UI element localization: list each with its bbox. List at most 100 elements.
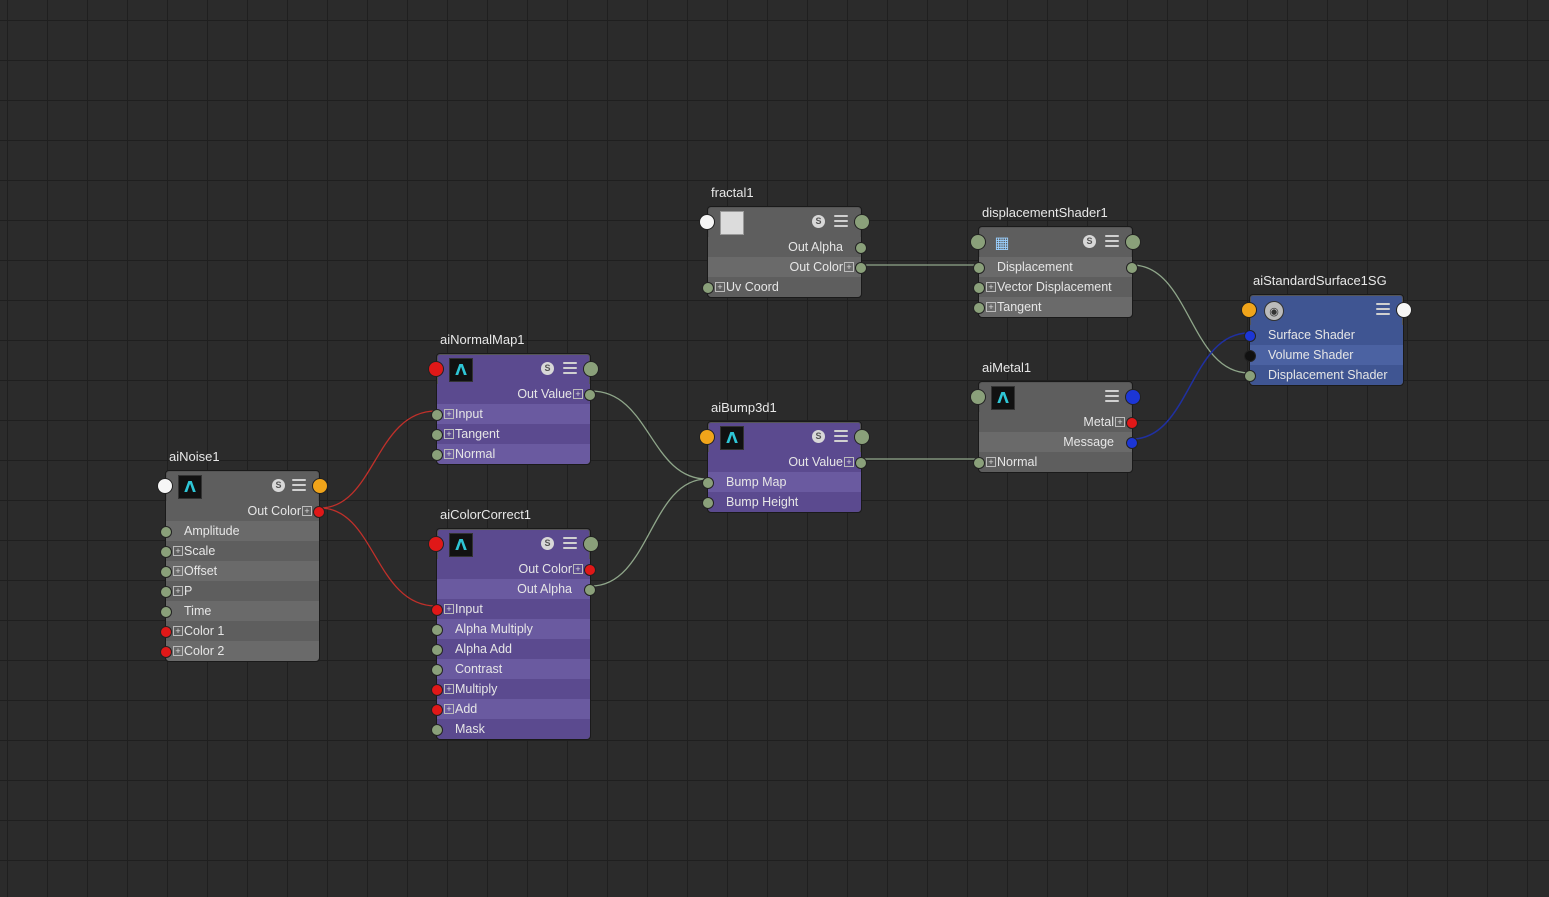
- input-plug[interactable]: [160, 626, 172, 638]
- node-output-plug[interactable]: [312, 478, 328, 494]
- node-output-plug[interactable]: [854, 429, 870, 445]
- input-plug[interactable]: [431, 644, 443, 656]
- node-aistandardsurface1sg[interactable]: aiStandardSurface1SG ◉ Surface Shader Vo…: [1241, 273, 1412, 386]
- node-input-plug[interactable]: [157, 478, 173, 494]
- attr-row-color2[interactable]: +Color 2: [160, 641, 319, 661]
- expand-icon[interactable]: +: [844, 457, 854, 467]
- input-plug[interactable]: [1244, 330, 1256, 342]
- menu-icon[interactable]: [292, 479, 306, 492]
- out-color-plug[interactable]: [855, 262, 867, 274]
- node-ainoise1[interactable]: aiNoise1 Λ S Out Color + Amplitude +Scal…: [157, 449, 328, 662]
- swatch-toggle-icon[interactable]: S: [1083, 235, 1096, 248]
- out-color-plug[interactable]: [313, 506, 325, 518]
- input-plug[interactable]: [973, 262, 985, 274]
- attr-row-p[interactable]: +P: [160, 581, 319, 601]
- input-plug[interactable]: [1244, 350, 1256, 362]
- attr-row-input[interactable]: +Input: [431, 404, 590, 424]
- expand-icon[interactable]: +: [986, 457, 996, 467]
- attr-row-tangent[interactable]: +Tangent: [431, 424, 590, 444]
- out-alpha-plug[interactable]: [584, 584, 596, 596]
- attr-row-amplitude[interactable]: Amplitude: [160, 521, 319, 541]
- attr-row-normal[interactable]: +Normal: [973, 452, 1132, 472]
- attr-row-multiply[interactable]: +Multiply: [431, 679, 590, 699]
- attr-row-displacement[interactable]: Displacement: [973, 257, 1138, 277]
- expand-icon[interactable]: +: [444, 409, 454, 419]
- menu-icon[interactable]: [563, 537, 577, 550]
- input-plug[interactable]: [973, 282, 985, 294]
- attr-row-input[interactable]: +Input: [431, 599, 590, 619]
- node-output-plug[interactable]: [1125, 389, 1141, 405]
- menu-icon[interactable]: [834, 215, 848, 228]
- node-input-plug[interactable]: [1241, 302, 1257, 318]
- expand-icon[interactable]: +: [444, 604, 454, 614]
- node-aibump3d1[interactable]: aiBump3d1 Λ S Out Value + Bump Map Bump …: [699, 400, 870, 513]
- attr-row-add[interactable]: +Add: [431, 699, 590, 719]
- node-header[interactable]: ▦ S: [970, 227, 1141, 257]
- menu-icon[interactable]: [1376, 303, 1390, 316]
- expand-icon[interactable]: +: [173, 626, 183, 636]
- out-alpha-row[interactable]: Out Alpha: [437, 579, 596, 599]
- out-metal-row[interactable]: Metal +: [979, 412, 1138, 432]
- expand-icon[interactable]: +: [173, 646, 183, 656]
- node-displacementshader1[interactable]: displacementShader1 ▦ S Displacement +Ve…: [970, 205, 1141, 318]
- input-plug[interactable]: [160, 646, 172, 658]
- expand-icon[interactable]: +: [715, 282, 725, 292]
- expand-icon[interactable]: +: [302, 506, 312, 516]
- node-header[interactable]: ◉: [1241, 295, 1412, 325]
- attr-row-color1[interactable]: +Color 1: [160, 621, 319, 641]
- input-plug[interactable]: [160, 586, 172, 598]
- swatch-toggle-icon[interactable]: S: [812, 430, 825, 443]
- attr-row-surface-shader[interactable]: Surface Shader: [1244, 325, 1403, 345]
- node-input-plug[interactable]: [970, 389, 986, 405]
- node-input-plug[interactable]: [428, 361, 444, 377]
- swatch-toggle-icon[interactable]: S: [541, 537, 554, 550]
- out-value-row[interactable]: Out Value +: [437, 384, 596, 404]
- input-plug[interactable]: [431, 449, 443, 461]
- input-plug[interactable]: [702, 497, 714, 509]
- out-color-plug[interactable]: [584, 564, 596, 576]
- expand-icon[interactable]: +: [173, 586, 183, 596]
- expand-icon[interactable]: +: [444, 704, 454, 714]
- node-ainormalmap1[interactable]: aiNormalMap1 Λ S Out Value + +Input +Tan…: [428, 332, 599, 465]
- out-color-row[interactable]: Out Color +: [166, 501, 325, 521]
- attr-row-offset[interactable]: +Offset: [160, 561, 319, 581]
- input-plug[interactable]: [431, 604, 443, 616]
- out-message-row[interactable]: Message: [979, 432, 1138, 452]
- node-aimetal1[interactable]: aiMetal1 Λ Metal + Message +Normal: [970, 360, 1141, 473]
- input-plug[interactable]: [431, 624, 443, 636]
- node-input-plug[interactable]: [970, 234, 986, 250]
- input-plug[interactable]: [431, 664, 443, 676]
- expand-icon[interactable]: +: [573, 389, 583, 399]
- attr-row-volume-shader[interactable]: Volume Shader: [1244, 345, 1403, 365]
- node-header[interactable]: Λ S: [699, 422, 870, 452]
- expand-icon[interactable]: +: [444, 449, 454, 459]
- input-plug[interactable]: [973, 457, 985, 469]
- out-value-plug[interactable]: [855, 457, 867, 469]
- expand-icon[interactable]: +: [173, 566, 183, 576]
- attr-row-bump-map[interactable]: Bump Map: [702, 472, 861, 492]
- swatch-toggle-icon[interactable]: S: [272, 479, 285, 492]
- input-plug[interactable]: [160, 546, 172, 558]
- swatch-toggle-icon[interactable]: S: [812, 215, 825, 228]
- node-input-plug[interactable]: [428, 536, 444, 552]
- out-color-row[interactable]: Out Color +: [708, 257, 867, 277]
- input-plug[interactable]: [431, 704, 443, 716]
- out-message-plug[interactable]: [1126, 437, 1138, 449]
- menu-icon[interactable]: [834, 430, 848, 443]
- output-plug[interactable]: [1126, 262, 1138, 274]
- expand-icon[interactable]: +: [986, 282, 996, 292]
- expand-icon[interactable]: +: [173, 546, 183, 556]
- node-output-plug[interactable]: [1125, 234, 1141, 250]
- menu-icon[interactable]: [1105, 390, 1119, 403]
- node-header[interactable]: Λ: [970, 382, 1141, 412]
- menu-icon[interactable]: [563, 362, 577, 375]
- node-header[interactable]: S: [699, 207, 870, 237]
- node-output-plug[interactable]: [583, 361, 599, 377]
- out-metal-plug[interactable]: [1126, 417, 1138, 429]
- attr-row-bump-height[interactable]: Bump Height: [702, 492, 861, 512]
- input-plug[interactable]: [702, 477, 714, 489]
- input-plug[interactable]: [431, 724, 443, 736]
- node-header[interactable]: Λ S: [157, 471, 328, 501]
- expand-icon[interactable]: +: [573, 564, 583, 574]
- attr-row-normal[interactable]: +Normal: [431, 444, 590, 464]
